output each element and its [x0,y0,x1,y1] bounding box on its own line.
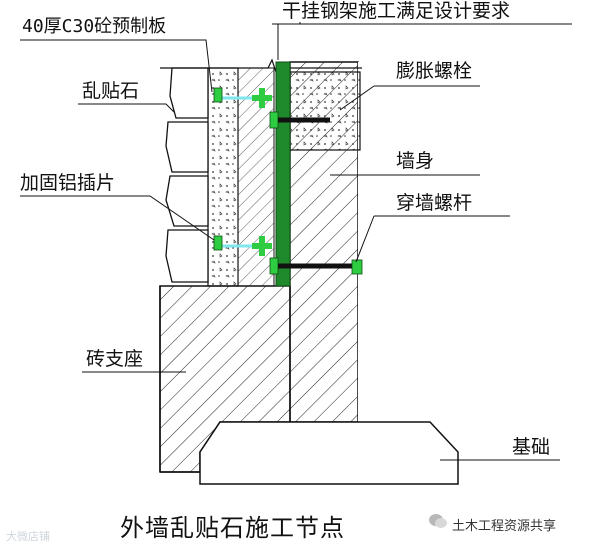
break-line [160,58,362,73]
leader-lines [20,22,572,461]
label-wall-body: 墙身 [396,150,435,172]
label-precast-panel: 40厚C30砼预制板 [22,16,167,37]
label-through-wall-bolt: 穿墙螺杆 [396,192,473,214]
foundation [159,286,459,485]
label-reinforced-insert: 加固铝插片 [20,172,116,194]
label-brick-support: 砖支座 [86,348,144,370]
random-stone-cladding [165,67,209,283]
anchor-upper [213,87,279,129]
precast-panel [207,67,239,287]
concrete-block [289,71,361,151]
label-random-stone: 乱贴石 [82,80,140,102]
label-expansion-bolt: 膨胀螺栓 [396,60,473,82]
watermark-right: 土木工程资源共享 [452,519,557,534]
watermark-left: 大微店铺 [6,530,50,543]
wechat-icon [429,514,447,528]
anchor-lower [213,235,279,275]
steel-frame [275,61,291,287]
label-foundation: 基础 [512,436,551,458]
cavity-hatch [237,67,275,287]
diagram-title: 外墙乱贴石施工节点 [120,514,345,542]
label-steel-frame: 干挂钢架施工满足设计要求 [282,0,511,22]
